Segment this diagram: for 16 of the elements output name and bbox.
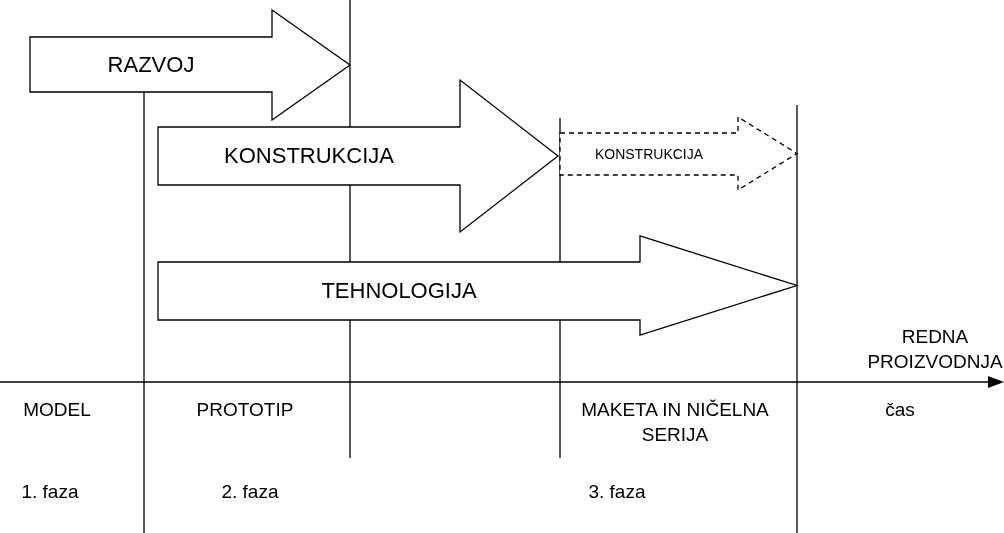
axis-label: čas (884, 398, 916, 422)
block-arrow-shape (158, 80, 558, 232)
stage-label: MODEL (22, 398, 92, 422)
block-arrow-shape (158, 236, 797, 335)
phase-number: 1. faza (20, 480, 80, 504)
stage-label: MAKETA IN NIČELNA SERIJA (580, 398, 770, 447)
stage-label: PROTOTIP (195, 398, 295, 422)
arrow-label: RAZVOJ (106, 50, 196, 79)
phase-number: 3. faza (587, 480, 647, 504)
block-arrow-shape (30, 10, 350, 120)
phase-label: REDNA PROIZVODNJA (866, 325, 1004, 374)
arrow-label: KONSTRUKCIJA (593, 145, 705, 164)
block-arrow-shape (560, 117, 797, 190)
arrow-label: KONSTRUKCIJA (223, 142, 395, 170)
phase-number: 2. faza (220, 480, 280, 504)
arrow-label: TEHNOLOGIJA (320, 277, 478, 305)
